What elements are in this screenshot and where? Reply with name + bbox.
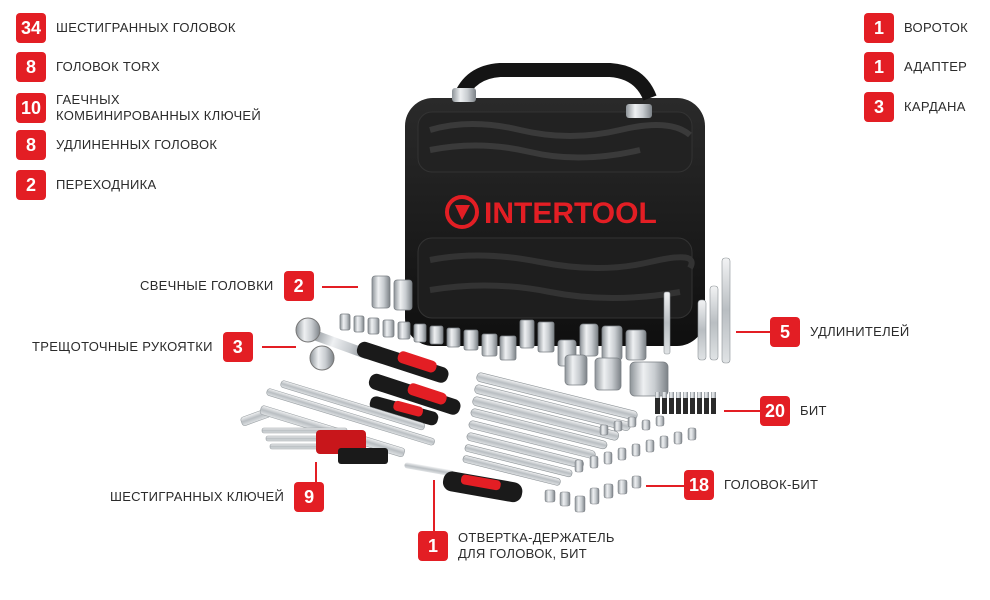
item-label: ПЕРЕХОДНИКА (56, 177, 157, 192)
left-list-item-torx: 8 ГОЛОВОК TORX (16, 52, 160, 82)
left-list-item-deep-sockets: 8 УДЛИНЕННЫХ ГОЛОВОК (16, 130, 217, 160)
screwdriver-holder (404, 462, 523, 503)
item-label-line1: ГАЕЧНЫХ (56, 92, 120, 107)
item-label-line2: КОМБИНИРОВАННЫХ КЛЮЧЕЙ (56, 108, 262, 123)
callout-label: ОТВЕРТКА-ДЕРЖАТЕЛЬ ДЛЯ ГОЛОВОК, БИТ (458, 530, 615, 562)
sockets-back (339, 313, 669, 397)
callout-ratchets: ТРЕЩОТОЧНЫЕ РУКОЯТКИ 3 (32, 332, 253, 362)
callout-bit-sockets: 18 ГОЛОВОК-БИТ (684, 470, 818, 500)
connector-bitsockets (646, 485, 684, 487)
callout-label-line2: ДЛЯ ГОЛОВОК, БИТ (458, 546, 588, 561)
count-badge: 3 (864, 92, 894, 122)
item-label: ШЕСТИГРАННЫХ ГОЛОВОК (56, 20, 236, 35)
callout-hex-keys: ШЕСТИГРАННЫХ КЛЮЧЕЙ 9 (110, 482, 325, 512)
callout-label: ГОЛОВОК-БИТ (724, 477, 819, 492)
callout-label-line1: ОТВЕРТКА-ДЕРЖАТЕЛЬ (458, 530, 615, 545)
count-badge: 9 (294, 482, 325, 512)
count-badge: 5 (770, 317, 800, 347)
callout-label: ТРЕЩОТОЧНЫЕ РУКОЯТКИ (32, 339, 213, 354)
count-badge: 2 (283, 271, 314, 301)
combination-wrenches (462, 372, 638, 486)
bit-sockets (544, 415, 697, 513)
count-badge: 18 (684, 470, 714, 500)
connector-spark (322, 286, 358, 288)
connector-extensions (736, 331, 770, 333)
left-list-item-wrenches: 10 ГАЕЧНЫХ КОМБИНИРОВАННЫХ КЛЮЧЕЙ (16, 92, 261, 124)
callout-label: СВЕЧНЫЕ ГОЛОВКИ (140, 278, 274, 293)
ratchets (295, 317, 461, 426)
callout-bits: 20 БИТ (760, 396, 827, 426)
item-label: АДАПТЕР (904, 59, 968, 74)
item-label: КАРДАНА (904, 99, 966, 114)
count-badge: 10 (16, 93, 46, 123)
count-badge: 8 (16, 52, 46, 82)
extension-bars (663, 257, 731, 364)
count-badge: 1 (864, 13, 894, 43)
left-list-item-adapters: 2 ПЕРЕХОДНИКА (16, 170, 157, 200)
hex-key-holder (316, 430, 388, 464)
spark-plug-sockets (371, 275, 413, 311)
count-badge: 20 (760, 396, 790, 426)
right-list-item-tbar: 1 ВОРОТОК (864, 13, 968, 43)
item-label: УДЛИНЕННЫХ ГОЛОВОК (56, 137, 218, 152)
bit-set (655, 396, 716, 414)
connector-ratchet (262, 346, 296, 348)
case-brand-text: INTERTOOL (484, 197, 657, 230)
callout-extensions: 5 УДЛИНИТЕЛЕЙ (770, 317, 910, 347)
left-list-item-hex-sockets: 34 ШЕСТИГРАННЫХ ГОЛОВОК (16, 13, 236, 43)
callout-label: ШЕСТИГРАННЫХ КЛЮЧЕЙ (110, 489, 285, 504)
callout-label: БИТ (800, 403, 827, 418)
callout-screwdriver: 1 ОТВЕРТКА-ДЕРЖАТЕЛЬ ДЛЯ ГОЛОВОК, БИТ (418, 530, 615, 562)
callout-spark-plug: СВЕЧНЫЕ ГОЛОВКИ 2 (140, 271, 314, 301)
right-list-item-ujoints: 3 КАРДАНА (864, 92, 966, 122)
right-list-item-adapter: 1 АДАПТЕР (864, 52, 967, 82)
brand-logo-icon (445, 195, 479, 229)
count-badge: 1 (864, 52, 894, 82)
case (405, 63, 705, 346)
callout-label: УДЛИНИТЕЛЕЙ (810, 324, 910, 339)
count-badge: 34 (16, 13, 46, 43)
connector-hexkeys-v (315, 462, 317, 482)
count-badge: 1 (418, 531, 448, 561)
item-label: ГОЛОВОК TORX (56, 59, 160, 74)
count-badge: 2 (16, 170, 46, 200)
item-label: ГАЕЧНЫХ КОМБИНИРОВАННЫХ КЛЮЧЕЙ (56, 92, 261, 124)
item-label: ВОРОТОК (904, 20, 968, 35)
connector-bits (724, 410, 760, 412)
count-badge: 8 (16, 130, 46, 160)
count-badge: 3 (222, 332, 253, 362)
connector-screwdriver-v (433, 480, 435, 532)
